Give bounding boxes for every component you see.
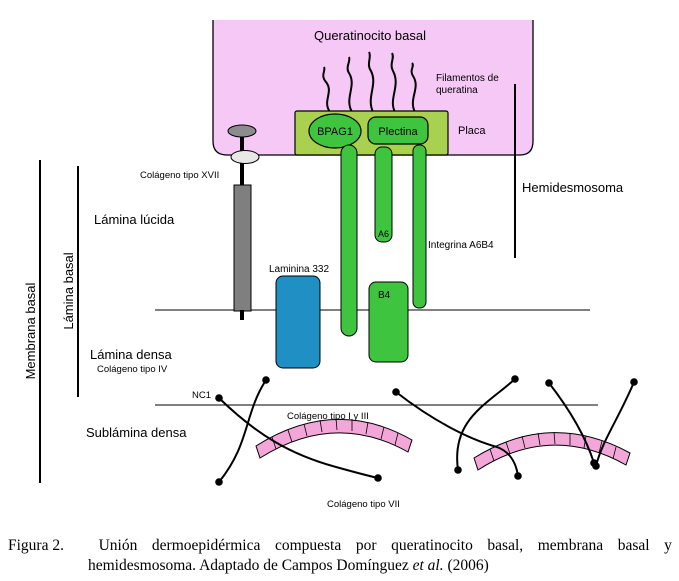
keratin-filaments-label-line2: queratina: [436, 85, 478, 96]
collagen-vii-fibril: [548, 382, 595, 464]
integrin-b4-long-segment: [340, 144, 358, 337]
collagen-vii-fibril: [218, 379, 267, 483]
caption-et-al: et al.: [412, 557, 444, 574]
collagen-vii-fibril: [395, 391, 519, 477]
keratin-filaments: [322, 51, 417, 113]
plaque-label: Placa: [458, 125, 486, 137]
collagen-xvii-nc-domain: [230, 150, 260, 164]
keratin-filament: [390, 52, 397, 113]
caption-word: compuesta: [274, 537, 342, 554]
collagen-vii-label: Colágeno tipo VII: [327, 499, 400, 510]
caption-word: basal: [617, 537, 650, 554]
collagen-xvii-head: [227, 124, 257, 138]
collagen-iv-label: Colágeno tipo IV: [97, 364, 168, 375]
dermoepidermal-junction-diagram: Queratinocito basal Filamentos de querat…: [23, 20, 638, 510]
a6-label: A6: [378, 229, 389, 239]
laminin-label: Laminina 332: [269, 264, 329, 275]
keratin-filaments-label-line1: Filamentos de: [436, 73, 499, 84]
plectin-label: Plectina: [378, 126, 418, 138]
caption-word: queratinocito: [391, 537, 473, 554]
collagen-fibril-right: [473, 431, 631, 471]
integrin-a6-segment: [374, 146, 393, 243]
keratin-filament: [346, 56, 353, 113]
integrin-b4-segment: [368, 281, 409, 363]
keratin-filament: [322, 66, 331, 113]
caption-word: basal,: [487, 537, 524, 554]
keratin-filament: [410, 62, 417, 113]
caption-line-2: hemidesmosoma. Adaptado de Campos Domíng…: [8, 556, 672, 576]
lamina-lucida-label: Lámina lúcida: [94, 212, 175, 227]
membrana-basal-label: Membrana basal: [23, 282, 38, 379]
nc1-label: NC1: [192, 390, 211, 401]
lamina-basal-label: Lámina basal: [61, 252, 76, 329]
laminin-332: [275, 275, 321, 369]
caption-line-1: Figura 2. Unión dermoepidérmica compuest…: [8, 536, 672, 556]
b4-label: B4: [378, 290, 391, 301]
lamina-densa-label: Lámina densa: [90, 347, 172, 362]
caption-line2-suffix: (2006): [443, 557, 489, 574]
collagen-xvii-label: Colágeno tipo XVII: [140, 170, 219, 181]
collagen-xvii: [227, 124, 260, 320]
collagen-vii-fibrils: [218, 378, 635, 483]
collagen-i-iii-label: Colágeno tipo I y III: [287, 411, 369, 422]
figure-number: Figura 2.: [8, 537, 64, 554]
hemidesmosome-label: Hemidesmosoma: [522, 180, 624, 195]
collagen-fibril-left: [255, 417, 413, 459]
caption-word: por: [355, 537, 377, 554]
plectin-protein: [367, 116, 429, 145]
caption-word: y: [664, 537, 672, 554]
caption-word: membrana: [537, 537, 604, 554]
collagen-xvii-extracellular-domain: [233, 184, 252, 312]
integrin-right-segment: [412, 144, 427, 309]
bpag1-protein: [308, 113, 362, 149]
sublamina-densa-label: Sublámina densa: [86, 425, 187, 440]
collagen-vii-terminals: [215, 375, 638, 486]
bpag1-label: BPAG1: [317, 126, 353, 138]
caption-word: dermoepidérmica: [151, 537, 261, 554]
figure-caption: Figura 2. Unión dermoepidérmica compuest…: [8, 536, 672, 576]
integrin-label: Integrina A6B4: [428, 240, 494, 251]
caption-word: Unión: [98, 537, 138, 554]
keratin-filament: [367, 51, 375, 113]
collagen-vii-fibril: [595, 381, 635, 467]
caption-line2-prefix: hemidesmosoma. Adaptado de Campos Domíng…: [88, 557, 413, 574]
keratinocyte-label: Queratinocito basal: [314, 28, 426, 43]
collagen-vii-fibril: [456, 378, 516, 471]
